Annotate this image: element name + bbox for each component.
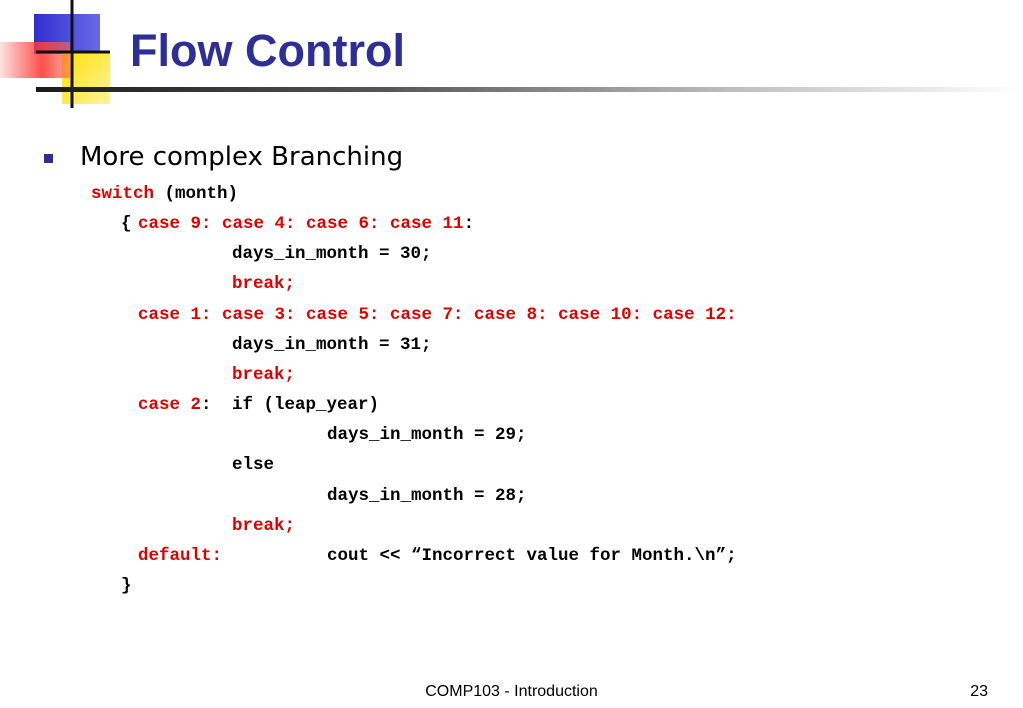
code-line: { — [121, 214, 132, 234]
code-keyword: break; — [232, 365, 296, 385]
code-line: days_in_month = 31; — [232, 335, 432, 355]
code-line: days_in_month = 28; — [327, 486, 527, 506]
slide-footer: COMP103 - Introduction — [425, 683, 598, 700]
code-text: : — [201, 395, 212, 415]
code-keyword: switch — [91, 184, 155, 204]
code-line: case 2: — [138, 395, 212, 415]
bullet-text: More complex Branching — [80, 142, 404, 172]
code-text: : — [463, 214, 475, 234]
code-line: case 1: case 3: case 5: case 7: case 8: … — [138, 305, 737, 325]
code-text: cout << “Incorrect value for Month.\n”; — [327, 546, 737, 566]
code-line: cout << “Incorrect value for Month.\n”; — [327, 546, 737, 566]
code-keyword: break; — [232, 274, 296, 294]
code-text: days_in_month = 29; — [327, 425, 527, 445]
code-text: days_in_month = 28; — [327, 486, 527, 506]
code-line: break; — [232, 274, 295, 294]
page-number: 23 — [970, 683, 988, 700]
code-keyword: default: — [138, 546, 223, 566]
code-line: else — [232, 455, 274, 475]
code-text: if (leap_year) — [232, 395, 380, 415]
code-line: break; — [232, 516, 295, 536]
code-line: break; — [232, 365, 295, 385]
code-text: (month) — [154, 184, 239, 204]
logo-graphic — [0, 0, 110, 108]
code-keyword: break; — [232, 516, 296, 536]
code-keyword: case 9: case 4: case 6: case 11 — [138, 214, 464, 234]
slide-title: Flow Control — [130, 25, 405, 76]
code-text: else — [232, 455, 275, 475]
code-line: days_in_month = 29; — [327, 425, 527, 445]
code-text: } — [121, 576, 132, 596]
title-underline — [36, 87, 1023, 92]
code-text: days_in_month = 31; — [232, 335, 432, 355]
bullet-square-icon — [44, 154, 53, 163]
code-line: } — [121, 576, 132, 596]
code-text: days_in_month = 30; — [232, 244, 432, 264]
code-line: if (leap_year) — [232, 395, 379, 415]
code-line: default: — [138, 546, 222, 566]
code-text: { — [121, 214, 132, 234]
code-keyword: case 1: case 3: case 5: case 7: case 8: … — [138, 305, 737, 325]
code-line: case 9: case 4: case 6: case 11: — [138, 214, 474, 234]
code-keyword: case 2 — [138, 395, 202, 415]
code-line: days_in_month = 30; — [232, 244, 432, 264]
code-line: switch (month) — [91, 184, 238, 204]
